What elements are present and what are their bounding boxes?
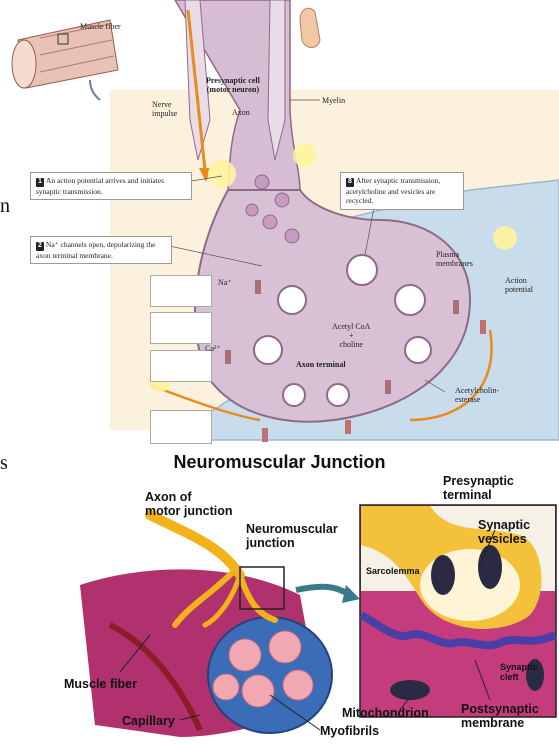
vesicle [347,255,377,285]
channel [385,380,391,394]
myofibril [283,670,313,700]
capillary-label: Capillary [122,715,175,729]
myofibril [242,675,274,707]
nerve-impulse-label: Nerve impulse [152,100,177,118]
glow-3 [493,226,517,250]
channel [480,320,486,334]
myelin-label: Myelin [322,96,345,105]
plasma-membranes-line1: Plasma [436,250,473,259]
top-diagram-art [0,0,559,448]
hand-icon [300,8,320,47]
channel [255,280,261,294]
presynaptic-cell-text: Presynaptic cell [206,76,260,85]
synaptic-vesicles-line1: Synaptic [478,519,530,533]
blank-callout-2 [150,312,212,344]
channel [225,350,231,364]
left-fragment-n: n [0,195,10,218]
acetylcholinesterase-line2: esterase [455,395,499,404]
action-potential-line1: Action [505,276,533,285]
diagram-title: Neuromuscular Junction [0,452,559,473]
small-vesicle [285,229,299,243]
small-vesicle [263,215,277,229]
vesicle [278,286,306,314]
myofibril [229,639,261,671]
glow-1 [208,160,236,188]
mitochondrion-label: Mitochondrion [342,707,429,721]
muscle-fiber-bottom-label: Muscle fiber [64,678,137,692]
presynaptic-cell-label: Presynaptic cell (motor neuron) [206,76,260,94]
step-2-number: 2 [36,242,44,251]
neuromuscular-junction-line2: junction [246,537,338,551]
step-8-text: After synaptic transmission, acetylcholi… [346,176,440,205]
small-vesicle [275,193,289,207]
myofibril [213,674,239,700]
plus-text: + [332,331,370,340]
zoom-arrowhead [342,585,360,603]
postsynaptic-membrane-label: Postsynaptic membrane [461,703,539,731]
plasma-membranes-label: Plasma membranes [436,250,473,268]
vesicle [254,336,282,364]
plasma-membranes-line2: membranes [436,259,473,268]
acetyl-coa-text: Acetyl CoA [332,322,370,331]
axon-of-motor-junction-label: Axon of motor junction [145,491,233,519]
axon-label: Axon [232,108,250,117]
step-2-text: Na⁺ channels open, depolarizing the axon… [36,240,155,260]
muscle-fiber-label: Muscle fiber [80,22,121,31]
action-potential-line2: potential [505,285,533,294]
small-vesicle [255,175,269,189]
postsynaptic-membrane-line2: membrane [461,717,539,731]
channel [262,428,268,442]
synaptic-vesicles-label: Synaptic vesicles [478,519,530,547]
axon-of-motor-junction-line1: Axon of [145,491,233,505]
axon-terminal-label: Axon terminal [296,360,346,369]
presynaptic-terminal-line1: Presynaptic [443,475,514,489]
acetyl-coa-label: Acetyl CoA + choline [332,322,370,350]
neuromuscular-junction-line1: Neuromuscular [246,523,338,537]
sarcolemma-label: Sarcolemma [366,567,420,577]
nerve-impulse-line1: Nerve [152,100,177,109]
synaptic-cleft-line2: cleft [500,673,538,683]
step-8-number: 8 [346,178,354,187]
acetylcholinesterase-label: Acetylcholin- esterase [455,386,499,404]
myofibril [269,631,301,663]
axon-branch [150,515,240,575]
ca-label: Ca²⁺ [205,344,221,353]
zoom-arrow [296,587,350,595]
nerve-impulse-line2: impulse [152,109,177,118]
presynaptic-terminal-label: Presynaptic terminal [443,475,514,503]
blank-callout-3 [150,350,212,382]
blank-callout-4 [150,410,212,444]
mitochondrion-inset [478,545,502,589]
synaptic-cleft-label: Synaptic cleft [500,663,538,683]
vesicle [327,384,349,406]
step-1-text: An action potential arrives and initiate… [36,176,164,196]
action-potential-label: Action potential [505,276,533,294]
vesicle [395,285,425,315]
vesicle [283,384,305,406]
channel [345,420,351,434]
axon-of-motor-junction-line2: motor junction [145,505,233,519]
channel [453,300,459,314]
synaptic-vesicles-line2: vesicles [478,533,530,547]
motor-neuron-text: (motor neuron) [206,85,260,94]
choline-text: choline [332,340,370,349]
bottom-diagram: Axon of motor junction Neuromuscular jun… [0,475,559,746]
mitochondrion-inset [431,555,455,595]
glow-2 [293,143,317,167]
top-diagram: Muscle fiber Presynaptic cell (motor neu… [0,0,559,448]
myofibrils-label: Myofibrils [320,725,379,739]
blank-callout-1 [150,275,212,307]
na-label: Na⁺ [218,278,232,287]
postsynaptic-membrane-line1: Postsynaptic [461,703,539,717]
step-1-number: 1 [36,178,44,187]
vesicle [405,337,431,363]
neuromuscular-junction-label: Neuromuscular junction [246,523,338,551]
muscle-fiber-inset [12,20,118,100]
presynaptic-terminal-line2: terminal [443,489,514,503]
small-vesicle [246,204,258,216]
acetylcholinesterase-line1: Acetylcholin- [455,386,499,395]
